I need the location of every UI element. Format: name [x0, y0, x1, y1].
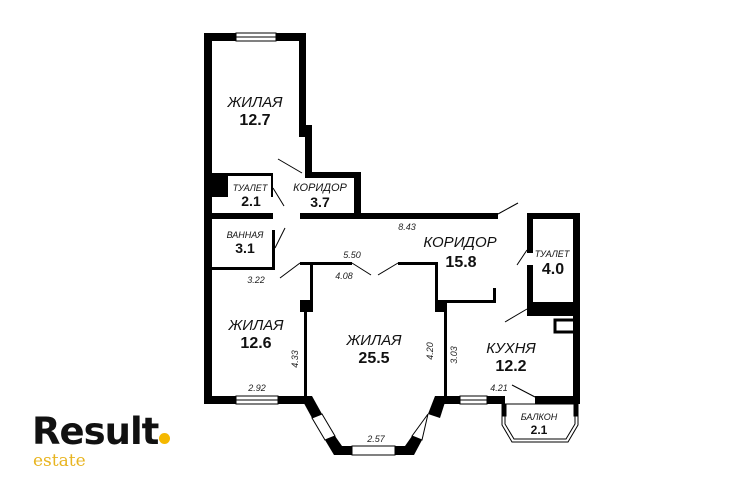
logo-sub: estate — [33, 451, 86, 471]
room-name: КОРИДОР — [293, 182, 347, 194]
room-name: КУХНЯ — [486, 340, 536, 357]
room-area: 25.5 — [358, 350, 389, 367]
room-name: КОРИДОР — [423, 234, 496, 251]
room-name: БАЛКОН — [521, 412, 558, 422]
dimension: 5.50 — [343, 250, 361, 260]
room-area: 2.1 — [241, 193, 261, 209]
room-name: ТУАЛЕТ — [535, 249, 571, 259]
balcony — [501, 403, 579, 443]
logo-dot-icon — [159, 433, 171, 444]
walls — [204, 33, 580, 455]
result-estate-logo: Result estate — [32, 410, 171, 471]
dimension: 3.22 — [247, 275, 265, 285]
room-name: ЖИЛАЯ — [228, 317, 285, 334]
windows — [235, 32, 488, 456]
dimension: 2.57 — [366, 434, 386, 444]
dimension: 8.43 — [398, 222, 416, 232]
logo-main-text: Result — [32, 410, 159, 453]
door-swings — [272, 158, 536, 398]
room-name: ВАННАЯ — [227, 230, 265, 240]
room-name: ЖИЛАЯ — [346, 332, 403, 349]
room-area: 3.1 — [235, 240, 255, 256]
dimension: 4.20 — [425, 342, 435, 360]
dimension: 3.03 — [449, 346, 459, 364]
room-labels: ЖИЛАЯ 12.7 ТУАЛЕТ 2.1 КОРИДОР 3.7 ВАННАЯ… — [227, 94, 571, 437]
dimension: 2.92 — [247, 383, 266, 393]
room-area: 3.7 — [310, 194, 330, 210]
room-name: ЖИЛАЯ — [227, 94, 284, 111]
room-area: 12.6 — [240, 335, 271, 352]
dimension-labels: 8.43 5.50 4.08 3.22 4.33 2.92 4.20 3.03 … — [247, 222, 508, 444]
dimension: 4.08 — [335, 271, 353, 281]
room-area: 12.7 — [239, 112, 270, 129]
room-name: ТУАЛЕТ — [233, 183, 269, 193]
dimension: 4.33 — [290, 350, 300, 368]
logo-main: Result — [32, 410, 171, 453]
dimension: 4.21 — [490, 383, 508, 393]
room-area: 4.0 — [542, 261, 564, 278]
room-area: 2.1 — [531, 423, 548, 437]
room-area: 15.8 — [445, 254, 476, 271]
room-area: 12.2 — [495, 358, 526, 375]
